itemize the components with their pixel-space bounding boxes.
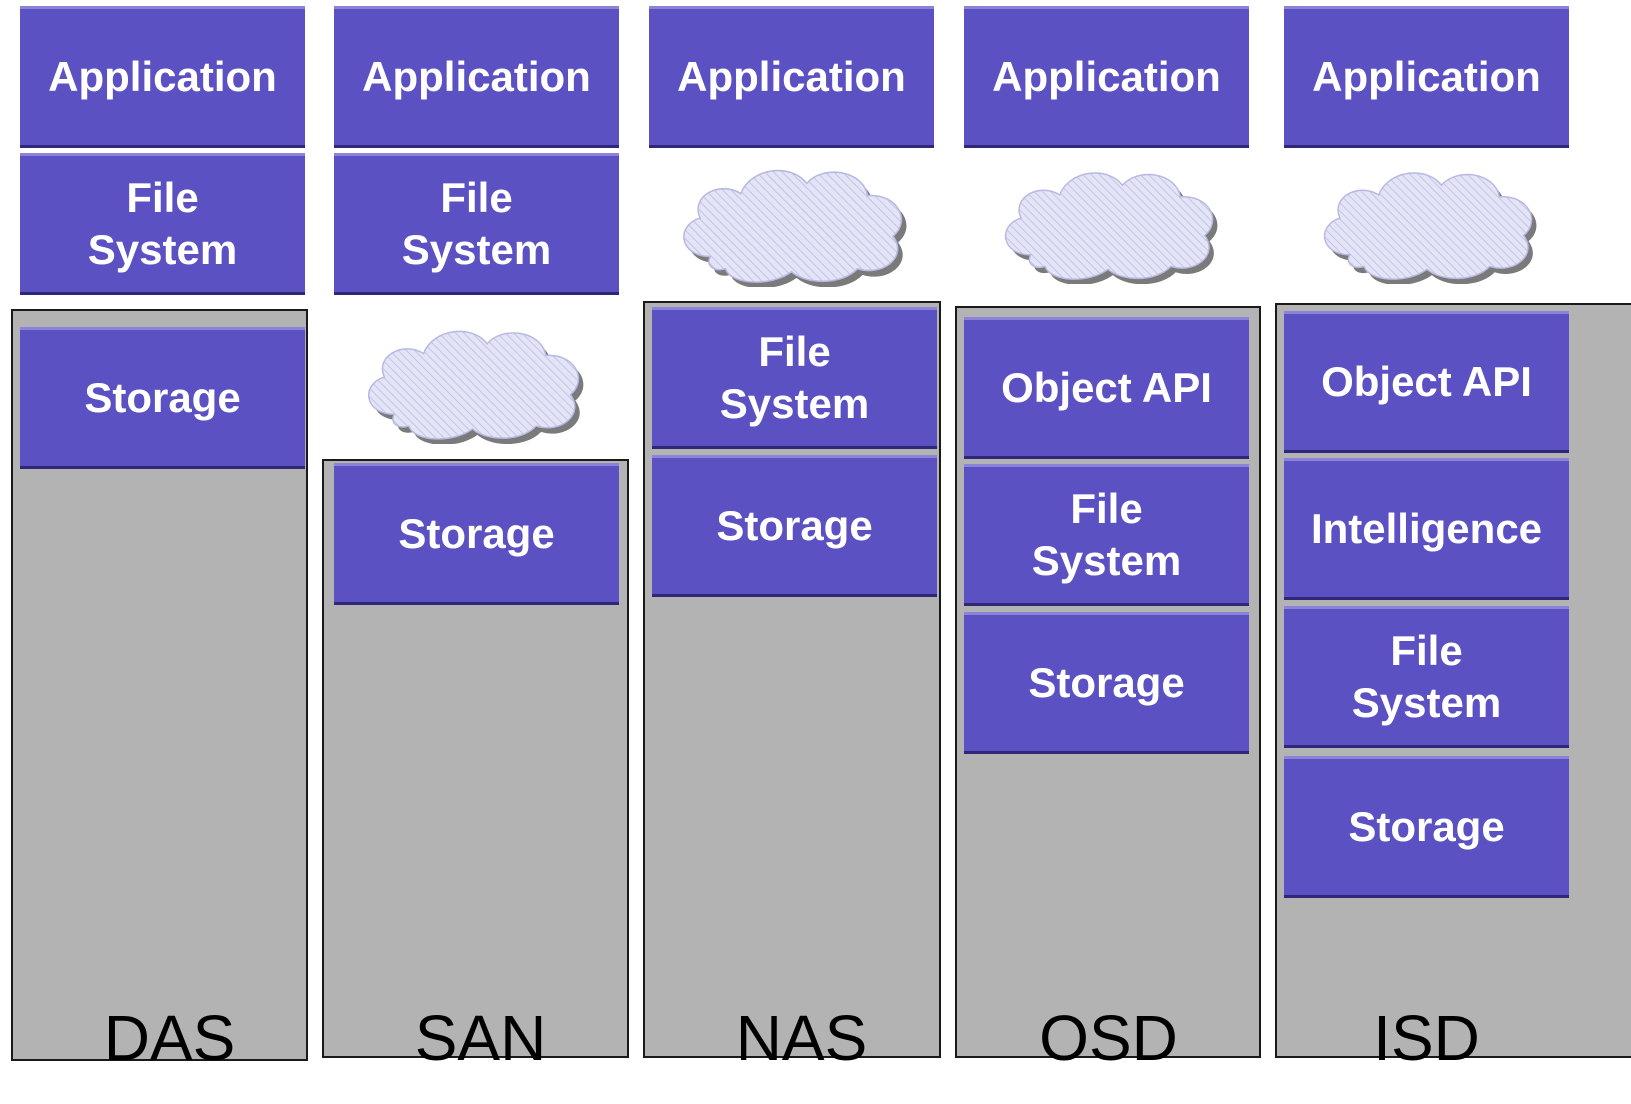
- nas-file-system-block: File System: [652, 307, 937, 449]
- cloud-icon: [669, 155, 914, 287]
- isd-intelligence-label: Intelligence: [1310, 505, 1543, 552]
- isd-application-label: Application: [1312, 53, 1541, 100]
- isd-storage-block: Storage: [1284, 756, 1569, 898]
- san-application-label: Application: [362, 53, 591, 100]
- san-file-system-block: File System: [334, 153, 619, 295]
- osd-application-label: Application: [992, 53, 1221, 100]
- san-label: SAN: [414, 1002, 547, 1074]
- nas-storage-block: Storage: [652, 455, 937, 597]
- das-storage-block: Storage: [20, 327, 305, 469]
- isd-storage-label: Storage: [1348, 803, 1505, 850]
- das-label: DAS: [103, 1002, 236, 1074]
- osd-object-api-block: Object API: [964, 317, 1249, 459]
- osd-application-block: Application: [964, 6, 1249, 148]
- das-file-system-label: File System: [87, 174, 238, 273]
- das-storage-label: Storage: [84, 374, 241, 421]
- cloud-icon: [992, 158, 1224, 284]
- cloud-icon: [355, 316, 590, 444]
- san-application-block: Application: [334, 6, 619, 148]
- san-file-system-label: File System: [401, 174, 552, 273]
- isd-label: ISD: [1373, 1002, 1480, 1074]
- san-storage-label: Storage: [398, 510, 555, 557]
- san-storage-block: Storage: [334, 463, 619, 605]
- nas-application-label: Application: [677, 53, 906, 100]
- cloud-icon: [1311, 158, 1543, 284]
- nas-label: NAS: [735, 1002, 868, 1074]
- isd-application-block: Application: [1284, 6, 1569, 148]
- nas-file-system-label: File System: [719, 328, 870, 427]
- isd-object-api-block: Object API: [1284, 311, 1569, 453]
- osd-storage-block: Storage: [964, 612, 1249, 754]
- isd-file-system-label: File System: [1351, 627, 1502, 726]
- isd-intelligence-block: Intelligence: [1284, 458, 1569, 600]
- das-application-label: Application: [48, 53, 277, 100]
- isd-file-system-block: File System: [1284, 606, 1569, 748]
- osd-object-api-label: Object API: [1001, 364, 1212, 411]
- isd-object-api-label: Object API: [1321, 358, 1532, 405]
- osd-storage-label: Storage: [1028, 659, 1185, 706]
- nas-storage-label: Storage: [716, 502, 873, 549]
- osd-label: OSD: [1039, 1002, 1178, 1074]
- das-application-block: Application: [20, 6, 305, 148]
- osd-file-system-label: File System: [1031, 485, 1182, 584]
- nas-application-block: Application: [649, 6, 934, 148]
- das-file-system-block: File System: [20, 153, 305, 295]
- osd-file-system-block: File System: [964, 464, 1249, 606]
